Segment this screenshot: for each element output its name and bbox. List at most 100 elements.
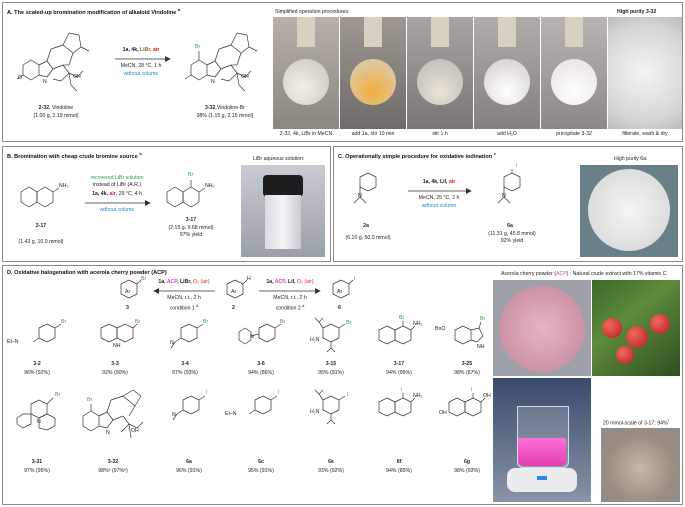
struct-3-6-br: Br <box>280 319 286 325</box>
row1-yield-3-2: 96% (92%) <box>24 370 50 376</box>
struct-3-25-nh: NH <box>477 344 485 350</box>
right-condition-line3: condition 2 d <box>275 303 305 312</box>
struct-3-17 <box>378 321 416 345</box>
photo-reaction-beaker <box>493 378 591 502</box>
right-condition-line2: MeCN, r.t., 2 h <box>273 295 307 301</box>
struct-3-25-bno: BnO <box>435 326 446 332</box>
vindoline-br-atom: Br <box>195 44 201 50</box>
general-label-3: 3 <box>126 305 129 311</box>
struct-6a-i: I <box>206 390 208 396</box>
vindoline-o-label: O <box>18 75 23 81</box>
general-ar-label-6: Ar <box>337 289 343 295</box>
struct-3-25 <box>454 321 484 345</box>
struct-6f-i: I <box>401 387 403 393</box>
struct-6e <box>314 389 346 425</box>
struct-6c-i: I <box>278 390 280 396</box>
struct-3-2-br: Br <box>61 319 67 325</box>
struct-3-32-br: Br <box>87 397 93 403</box>
struct-3-3 <box>100 323 138 343</box>
struct-3-4 <box>170 323 204 349</box>
aryl-bromide-general <box>120 279 142 299</box>
panel-b: B. Bromination with cheap crude bromine … <box>2 146 331 262</box>
panel-c: C. Operationally simple procedure for ox… <box>333 146 683 262</box>
left-condition-line3: condition 1 d <box>169 303 199 312</box>
struct-3-32 <box>82 389 144 439</box>
row1-yield-3-17: 94% (95%) <box>386 370 412 376</box>
row2-yield-3-32: 98%ᵉ (97%ᵉ) <box>98 468 128 474</box>
struct-3-2 <box>32 323 62 343</box>
arrow-c-reagents: 1a, 4k, LiI, air <box>422 179 456 185</box>
general-label-2: 2 <box>232 305 235 311</box>
row2-label-6a: 6a <box>186 459 192 465</box>
struct-6g <box>448 393 486 417</box>
struct-3-15 <box>314 317 346 353</box>
struct-6g-oh: OH <box>483 393 491 399</box>
row2-yield-3-31: 97% (95%) <box>24 468 50 474</box>
vindoline-br-structure <box>184 32 258 92</box>
struct-6e-i: I <box>347 392 349 398</box>
recovered-libr-line2: instead of LiBr (A.R.) <box>92 182 142 188</box>
vindoline-br-n-atom: N <box>211 79 215 85</box>
bromonaphthylamine-structure <box>166 180 206 208</box>
general-i-atom: I <box>354 276 356 282</box>
aryl-iodide-general <box>332 279 354 299</box>
row1-label-3-4: 3-4 <box>181 361 189 367</box>
photo-flask-1 <box>273 17 339 129</box>
row2-label-3-31: 3-31 <box>31 459 43 465</box>
struct-3-4-n: N <box>170 340 174 346</box>
reaction-arrow-a <box>115 56 171 62</box>
vindoline-structure <box>16 32 90 92</box>
row2-label-6e: 6e <box>328 459 334 465</box>
vindoline-br-oh-label: OH <box>241 74 249 80</box>
struct-3-6-n: N <box>250 334 254 340</box>
struct-3-25-br: Br <box>480 316 486 322</box>
row2-label-6g: 6g <box>463 459 471 465</box>
prod-6a-yield: 92% yield <box>500 238 524 244</box>
struct-3-32-n: N <box>106 430 110 436</box>
photo-6a-powder <box>580 165 678 257</box>
reaction-arrow-b <box>85 200 151 206</box>
photo-acerola-cherries <box>592 280 680 376</box>
general-br-atom: Br <box>141 276 147 282</box>
arrow-b-without-column: without column <box>99 207 135 213</box>
photo-flask-5 <box>541 17 607 129</box>
arrow-a-reagents: 1a, 4k, LiBr, air <box>122 47 160 53</box>
sm-2a-label: 2a <box>363 223 369 229</box>
sm-vindoline-amount: (1.00 g, 2.19 mmol) <box>33 113 79 119</box>
high-purity-6a-label: High purity 6a: <box>614 156 648 162</box>
struct-3-3-nh: NH <box>113 343 121 349</box>
row1-yield-3-25: 98% (87%) <box>454 370 480 376</box>
prod-nh2-label: NH₂ <box>205 183 215 189</box>
row1-label-3-17: 3-17 <box>393 361 405 367</box>
struct-3-31 <box>16 397 56 431</box>
struct-3-17-nh2: NH₂ <box>413 321 423 327</box>
prod-3-17-yield: 97% yield <box>179 232 203 238</box>
right-condition-line1: 1a, ACP, LiI, O₂ (air) <box>266 279 314 285</box>
general-label-6: 6 <box>338 305 341 311</box>
row2-label-6c: 6c <box>258 459 264 465</box>
dimethylaniline-structure <box>353 172 377 204</box>
row1-yield-3-6: 94% (86%) <box>248 370 274 376</box>
left-condition-line1: 1a, ACP, LiBr, O₂ (air) <box>158 279 210 285</box>
general-ar-label-2: Ar <box>231 289 237 295</box>
struct-6f <box>378 393 416 417</box>
prod-6a-amount: (11.31 g, 45.8 mmol) <box>488 231 536 237</box>
prod-vindoline-br-yield: 98% (1.15 g, 2.15 mmol) <box>196 113 254 119</box>
photo-white-powder <box>608 17 682 129</box>
row2-yield-6f: 94% (85%) <box>386 468 412 474</box>
struct-6c-atoms: Et–N <box>225 411 237 417</box>
row1-label-3-6: 3-6 <box>257 361 265 367</box>
struct-3-15-br: Br <box>346 320 352 326</box>
prod-vindoline-br-label: 3-32,Vindoline-Br <box>205 105 245 111</box>
ops-title: Simplified operation procedures: <box>275 9 350 15</box>
panel-a-title: A. The scaled-up bromination modificatio… <box>7 7 181 16</box>
struct-3-4-br: Br <box>203 319 209 325</box>
sm-2-17-amount: (1.43 g, 10.0 mmol) <box>18 239 64 245</box>
struct-6a-n: N <box>172 412 176 418</box>
struct-3-32-oh: OH <box>131 428 139 434</box>
struct-3-6 <box>238 323 282 345</box>
prod-6a-n-atom: N <box>502 193 506 199</box>
struct-3-17-br: Br <box>399 315 405 321</box>
photo-acp-powder <box>493 280 591 376</box>
left-condition-line2: MeCN, r.t., 2 h <box>167 295 201 301</box>
